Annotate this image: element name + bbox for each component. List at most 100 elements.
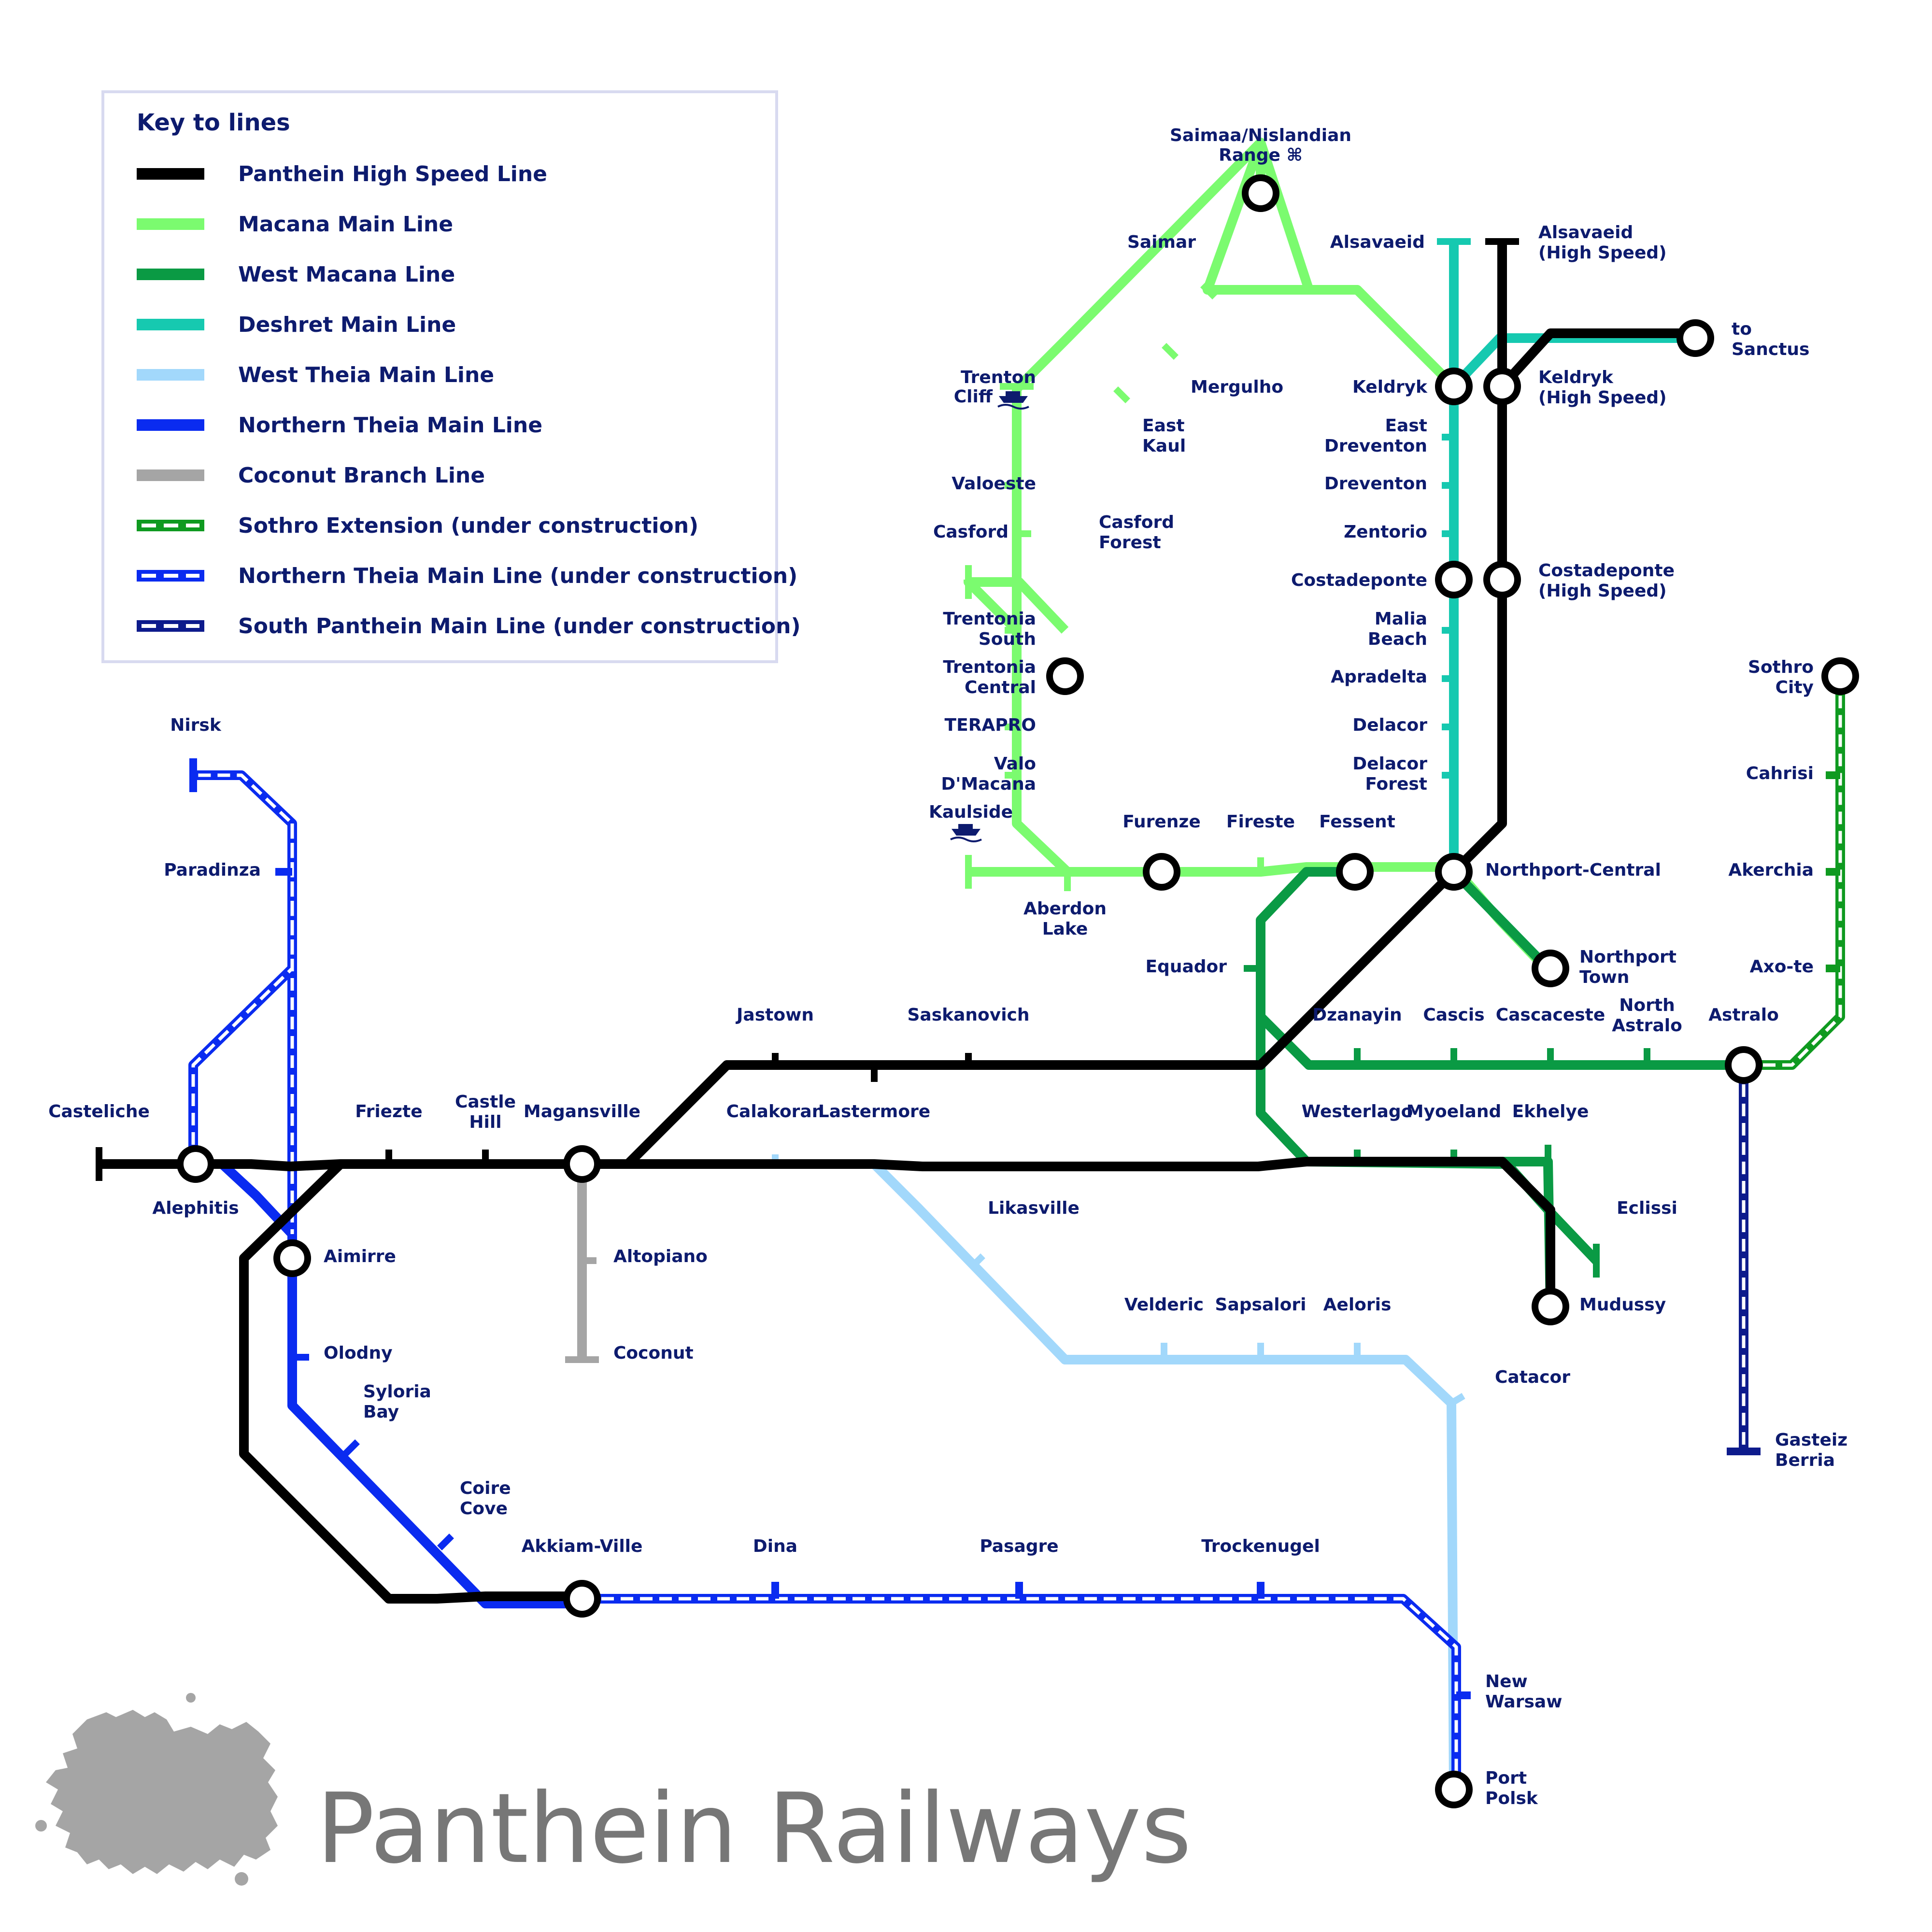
label-castle-hill-2: Hill [469,1112,501,1132]
label-cahrisi: Cahrisi [1746,764,1814,783]
label-casford: Casford [933,522,1009,542]
label-dreventon: Dreventon [1324,474,1427,494]
key-item: Sothro Extension (under construction) [137,513,698,538]
label-sothro-city-2: City [1776,678,1814,697]
label-to-sanctus: to [1732,319,1752,339]
key-item: Deshret Main Line [137,313,456,337]
station-alephitis[interactable] [177,1145,214,1183]
label-north-astralo-2: Astralo [1612,1016,1682,1036]
key-label: Northern Theia Main Line (under construc… [238,564,797,588]
label-cascaceste: Cascaceste [1496,1005,1605,1025]
key-item: South Panthein Main Line (under construc… [137,614,801,639]
label-equador: Equador [1145,957,1227,977]
label-myoeland: Myoeland [1406,1102,1501,1122]
label-trentonia-south: Trentonia [943,609,1036,629]
label-fireste: Fireste [1226,812,1295,832]
station-saimaa[interactable] [1242,174,1279,212]
station-northport-central[interactable] [1435,853,1473,891]
label-axote: Axo-te [1750,957,1814,977]
label-paradinza: Paradinza [164,860,261,880]
label-keldryk-hs-2: (High Speed) [1538,388,1667,408]
key-item: West Theia Main Line [137,363,494,387]
station-labels: Saimaa/Nislandian Range ⌘ Saimar Alsavae… [48,126,1847,1808]
station-astralo[interactable] [1725,1046,1762,1084]
key-label: Northern Theia Main Line [238,413,542,438]
label-sothro-city: Sothro [1748,657,1814,677]
label-port-polsk: Port [1485,1768,1527,1788]
station-magansville[interactable] [563,1145,601,1183]
label-malia-beach-2: Beach [1368,629,1427,649]
label-to-sanctus-2: Sanctus [1732,340,1809,359]
deshret-ticks [1437,238,1471,779]
station-keldryk[interactable] [1435,368,1473,405]
station-fessent[interactable] [1336,853,1374,891]
key-item: Coconut Branch Line [137,463,485,488]
label-cascis: Cascis [1423,1005,1484,1025]
label-trentonia-central-2: Central [965,678,1036,697]
label-casford-forest-2: Forest [1099,533,1161,553]
label-costadeponte-hs-2: (High Speed) [1538,581,1667,601]
label-velderic: Velderic [1124,1295,1204,1315]
label-north-astralo: North [1619,995,1675,1015]
label-coire-cove-2: Cove [460,1499,508,1519]
label-pasagre: Pasagre [980,1536,1058,1556]
label-east-kaul-2: Kaul [1142,436,1186,456]
key-item: Macana Main Line [137,212,453,237]
label-sapsalori: Sapsalori [1215,1295,1307,1315]
label-friezte: Friezte [355,1102,422,1122]
map-title: Panthein Railways [316,1773,1192,1885]
label-trentonia-central: Trentonia [943,657,1036,677]
label-northport-town-2: Town [1579,967,1629,987]
label-jastown: Jastown [735,1005,814,1025]
station-aimirre[interactable] [273,1239,311,1277]
northport-central-town-link [1450,868,1552,972]
label-gasteiz-2: Berria [1775,1450,1835,1470]
northern-theia-construction-line [188,758,1471,1790]
label-astralo: Astralo [1708,1005,1779,1025]
key-title: Key to lines [137,109,290,136]
station-port-polsk[interactable] [1435,1771,1473,1808]
station-keldryk-hs[interactable] [1483,368,1521,405]
key-label: Panthein High Speed Line [238,162,547,186]
label-alsavaeid: Alsavaeid [1330,232,1425,252]
label-akkiam-ville: Akkiam-Ville [522,1536,643,1556]
label-valo: Valo [994,754,1036,774]
west-theia-main-line [587,1159,1459,1790]
key-item: West Macana Line [137,262,455,287]
label-new-warsaw-2: Warsaw [1485,1692,1562,1712]
south-panthein-construction-line [1727,1065,1761,1455]
station-sothro-city[interactable] [1821,657,1859,695]
label-trockenugel: Trockenugel [1201,1536,1320,1556]
island-map-icon [35,1693,278,1886]
key-label: Macana Main Line [238,212,453,237]
label-valo-2: D'Macana [941,774,1036,794]
label-malia-beach: Malia [1375,609,1427,629]
label-delacor-forest-2: Forest [1365,774,1427,794]
label-eclissi: Eclissi [1617,1198,1677,1218]
label-costadeponte: Costadeponte [1291,570,1427,590]
label-new-warsaw: New [1485,1672,1528,1691]
station-to-sanctus[interactable] [1676,319,1714,357]
station-costadeponte[interactable] [1435,561,1473,598]
station-costadeponte-hs[interactable] [1483,561,1521,598]
label-alsavaeid-hs: Alsavaeid [1538,223,1633,242]
station-furenze[interactable] [1143,853,1180,891]
label-gasteiz: Gasteiz [1775,1430,1847,1450]
station-mudussy[interactable] [1532,1288,1569,1325]
label-port-polsk-2: Polsk [1485,1789,1538,1808]
station-northport-town[interactable] [1532,950,1569,987]
key-label: West Macana Line [238,262,455,287]
interchange-stations [177,174,1859,1808]
ferry-icon [997,391,1029,410]
label-coire-cove: Coire [460,1478,511,1498]
station-trentonia-central[interactable] [1046,657,1084,695]
station-akkiam-ville[interactable] [563,1580,601,1618]
label-catacor: Catacor [1495,1367,1570,1387]
label-trenton-cliff-2: Cliff [954,387,993,407]
label-casteliche: Casteliche [48,1102,150,1122]
label-aimirre: Aimirre [324,1247,396,1266]
west-macana-ticks [1244,965,1650,1278]
label-magansville: Magansville [524,1102,640,1122]
label-northport-town: Northport [1579,947,1676,967]
